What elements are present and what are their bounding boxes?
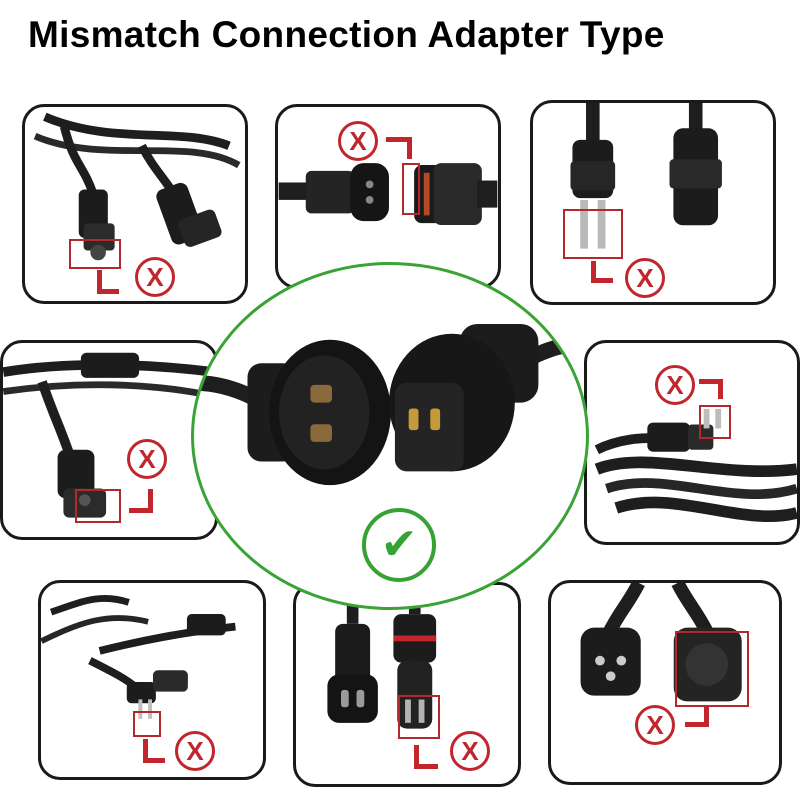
highlight-box xyxy=(402,163,420,215)
highlight-box xyxy=(133,711,161,737)
arrow-icon xyxy=(386,137,412,159)
arrow-icon xyxy=(143,739,165,763)
connector-photo xyxy=(3,352,215,518)
highlight-box xyxy=(563,209,623,259)
checkmark-circle-icon: ✔ xyxy=(362,508,436,582)
page-title: Mismatch Connection Adapter Type xyxy=(28,14,665,55)
connector-photo xyxy=(194,323,586,486)
arrow-icon xyxy=(414,745,438,769)
highlight-box xyxy=(675,631,749,707)
arrow-icon xyxy=(129,489,153,513)
x-circle-icon: X xyxy=(175,731,215,771)
connector-photo xyxy=(580,583,742,702)
x-circle-icon: X xyxy=(450,731,490,771)
panel-mismatch-4: X xyxy=(0,340,218,540)
highlight-box xyxy=(69,239,121,269)
panel-mismatch-6: X xyxy=(38,580,266,780)
panel-mismatch-7: X xyxy=(293,582,521,787)
highlight-box xyxy=(699,405,731,439)
connector-photo xyxy=(570,103,722,249)
panel-mismatch-5: X xyxy=(584,340,800,545)
x-circle-icon: X xyxy=(625,258,665,298)
x-circle-icon: X xyxy=(655,365,695,405)
connector-photo xyxy=(41,594,236,719)
x-circle-icon: X xyxy=(338,121,378,161)
arrow-icon xyxy=(699,379,723,399)
panel-mismatch-8: X xyxy=(548,580,782,785)
connector-photo xyxy=(594,409,797,522)
highlight-box xyxy=(75,489,121,523)
x-circle-icon: X xyxy=(127,439,167,479)
connector-photo xyxy=(33,112,241,261)
arrow-icon xyxy=(97,270,119,294)
arrow-icon xyxy=(591,261,613,283)
x-circle-icon: X xyxy=(135,257,175,297)
connector-photo xyxy=(278,163,498,226)
arrow-icon xyxy=(685,707,709,727)
x-circle-icon: X xyxy=(635,705,675,745)
highlight-box xyxy=(398,695,440,739)
panel-mismatch-3: X xyxy=(530,100,776,305)
correct-match-circle xyxy=(191,262,589,610)
panel-mismatch-1: X xyxy=(22,104,248,304)
panel-mismatch-2: X xyxy=(275,104,501,289)
